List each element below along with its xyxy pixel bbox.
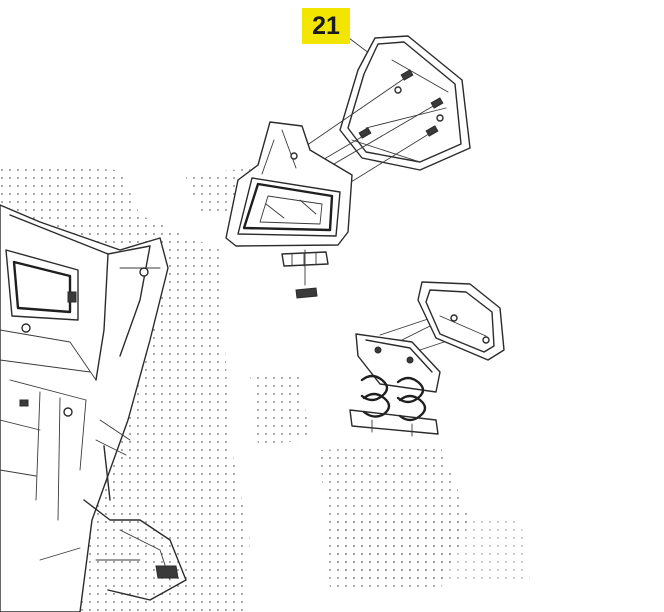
part-number-callout: 21 [302, 8, 350, 44]
part-21-bracket-panel [339, 35, 471, 171]
pedal-assembly [349, 281, 505, 437]
display-mount-frame [225, 121, 353, 247]
fastener-clips [281, 251, 329, 299]
dash-frame-structure [0, 204, 187, 612]
